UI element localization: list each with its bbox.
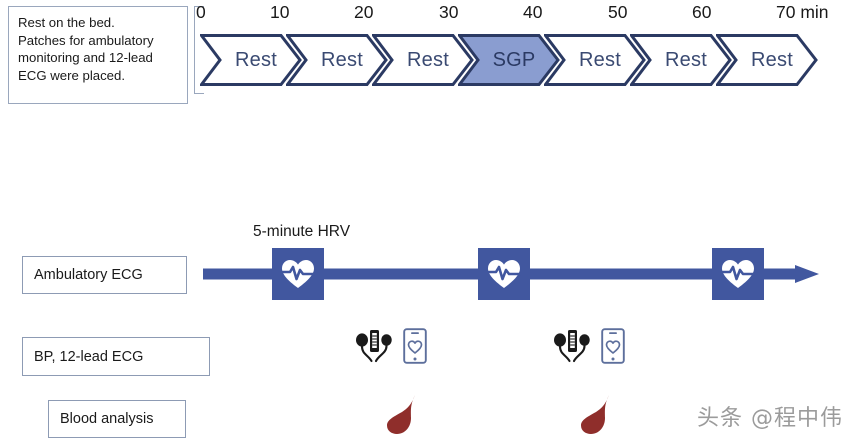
heart-pulse-icon: [281, 260, 315, 288]
axis-tick-50: 50: [608, 2, 628, 22]
heart-pulse-icon: [487, 260, 521, 288]
hrv-marker[interactable]: [478, 248, 530, 300]
row-label-ambulatory-ecg: Ambulatory ECG: [22, 256, 187, 294]
row-label-text: BP, 12-lead ECG: [34, 348, 144, 365]
axis-tick-60: 60: [692, 2, 712, 22]
phase-chevron[interactable]: Rest: [286, 34, 388, 86]
phase-label: Rest: [407, 48, 449, 71]
phase-label: Rest: [235, 48, 277, 71]
axis-tick-20: 20: [354, 2, 374, 22]
phase-label: Rest: [665, 48, 707, 71]
hrv-marker[interactable]: [272, 248, 324, 300]
phone-heart-icon: [403, 328, 427, 364]
axis-tick-40: 40: [523, 2, 543, 22]
axis-tick-10: 10: [270, 2, 290, 22]
protocol-note-line: Rest on the bed.: [18, 15, 115, 30]
blood-drop-icon[interactable]: [384, 393, 418, 435]
phase-chevron[interactable]: Rest: [200, 34, 302, 86]
phase-chevron[interactable]: Rest: [716, 34, 818, 86]
bp-measurement-marker[interactable]: [354, 327, 427, 365]
hrv-marker[interactable]: [712, 248, 764, 300]
sphygmomanometer-icon: [356, 330, 392, 363]
axis-tick-70-min: 70 min: [776, 2, 829, 22]
row-label-text: Blood analysis: [60, 411, 154, 427]
phase-label: Rest: [579, 48, 621, 71]
axis-tick-0: 0: [196, 2, 206, 22]
hrv-caption: 5-minute HRV: [253, 223, 351, 240]
row-label-text: Ambulatory ECG: [34, 267, 143, 283]
protocol-note-line: ECG were placed.: [18, 67, 126, 83]
row-label-blood-analysis: Blood analysis: [48, 400, 186, 438]
axis-tick-30: 30: [439, 2, 459, 22]
sphygmomanometer-icon: [554, 330, 590, 363]
phone-heart-icon: [601, 328, 625, 364]
timeline-axis: 0 10 20 30 40 50 60 70 min: [196, 0, 836, 30]
row-label-bp-12-lead-ecg: BP, 12-lead ECG: [22, 337, 210, 376]
phase-chevron[interactable]: Rest: [630, 34, 732, 86]
phase-chevron[interactable]: Rest: [372, 34, 474, 86]
phase-chevron-sgp[interactable]: SGP: [458, 34, 560, 86]
phase-label: SGP: [492, 48, 536, 71]
watermark: 头条 @程中伟: [697, 406, 843, 431]
blood-drop-icon[interactable]: [578, 393, 612, 435]
heart-pulse-icon: [721, 260, 755, 288]
axis-bracket: [194, 6, 204, 94]
phase-label: Rest: [751, 48, 793, 71]
phase-chevron[interactable]: Rest: [544, 34, 646, 86]
phase-chevron-row: Rest Rest Rest SGP Rest Rest Res: [200, 34, 820, 86]
protocol-note-box: Rest on the bed. Patches for ambulatory …: [8, 6, 188, 104]
bp-measurement-marker[interactable]: [552, 327, 625, 365]
protocol-note-line: monitoring and 12-lead: [18, 50, 153, 66]
phase-label: Rest: [321, 48, 363, 71]
protocol-note-line: Patches for ambulatory: [18, 32, 154, 48]
